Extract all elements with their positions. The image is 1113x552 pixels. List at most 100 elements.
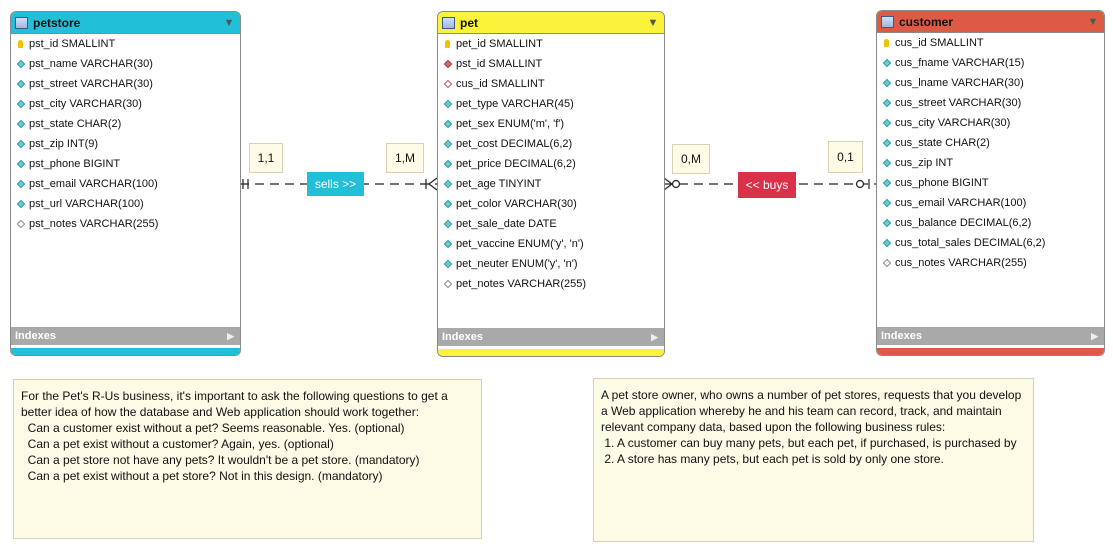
indexes-label: Indexes <box>881 330 922 342</box>
column-label: pet_id SMALLINT <box>456 38 543 50</box>
petstore-table[interactable]: petstore ▼ pst_id SMALLINT pst_name VARCH… <box>10 11 241 356</box>
column-row[interactable]: pst_street VARCHAR(30) <box>11 74 240 94</box>
column-diamond-icon <box>16 79 25 89</box>
column-label: pst_url VARCHAR(100) <box>29 198 144 210</box>
column-label: cus_id SMALLINT <box>895 37 984 49</box>
column-label: pst_phone BIGINT <box>29 158 121 170</box>
column-row[interactable]: pst_zip INT(9) <box>11 134 240 154</box>
column-row[interactable]: pst_state CHAR(2) <box>11 114 240 134</box>
column-label: pet_vaccine ENUM('y', 'n') <box>456 238 584 250</box>
expand-arrow-icon[interactable]: ▶ <box>651 331 658 342</box>
column-label: pst_email VARCHAR(100) <box>29 178 158 190</box>
buys-left-cardinality: 0,M <box>672 144 710 174</box>
indexes-label: Indexes <box>442 331 483 343</box>
column-label: pet_notes VARCHAR(255) <box>456 278 587 290</box>
column-label: pst_state CHAR(2) <box>29 118 122 130</box>
indexes-section[interactable]: Indexes ▶ <box>11 327 240 345</box>
column-row[interactable]: cus_notes VARCHAR(255) <box>877 253 1104 273</box>
column-diamond-icon <box>882 158 891 168</box>
column-row[interactable]: pst_city VARCHAR(30) <box>11 94 240 114</box>
column-row[interactable]: cus_id SMALLINT <box>438 74 664 94</box>
table-name: pet <box>460 15 478 30</box>
column-diamond-icon <box>443 179 452 189</box>
column-row[interactable]: pst_notes VARCHAR(255) <box>11 214 240 234</box>
column-label: cus_fname VARCHAR(15) <box>895 57 1025 69</box>
primary-key-icon <box>882 39 891 48</box>
column-row[interactable]: pet_neuter ENUM('y', 'n') <box>438 254 664 274</box>
column-row[interactable]: pet_age TINYINT <box>438 174 664 194</box>
column-row[interactable]: pet_vaccine ENUM('y', 'n') <box>438 234 664 254</box>
column-row[interactable]: cus_balance DECIMAL(6,2) <box>877 213 1104 233</box>
column-diamond-icon <box>16 159 25 169</box>
column-label: pet_color VARCHAR(30) <box>456 198 577 210</box>
column-row[interactable]: cus_fname VARCHAR(15) <box>877 53 1104 73</box>
column-row[interactable]: cus_zip INT <box>877 153 1104 173</box>
column-label: cus_total_sales DECIMAL(6,2) <box>895 237 1046 249</box>
indexes-section[interactable]: Indexes ▶ <box>438 328 664 346</box>
pet-table[interactable]: pet ▼ pet_id SMALLINT pst_id SMALLINT cus_… <box>437 11 665 357</box>
column-label: pet_type VARCHAR(45) <box>456 98 574 110</box>
buys-zero-circle-right <box>855 179 865 189</box>
column-diamond-icon <box>882 218 891 228</box>
column-diamond-icon <box>443 139 452 149</box>
column-row[interactable]: cus_id SMALLINT <box>877 33 1104 53</box>
column-diamond-icon <box>882 118 891 128</box>
column-row[interactable]: pst_url VARCHAR(100) <box>11 194 240 214</box>
collapse-arrow-icon[interactable]: ▼ <box>647 16 659 29</box>
indexes-section[interactable]: Indexes ▶ <box>877 327 1104 345</box>
collapse-arrow-icon[interactable]: ▼ <box>223 16 235 29</box>
primary-key-icon <box>443 40 452 49</box>
column-row[interactable]: pet_sale_date DATE <box>438 214 664 234</box>
column-row[interactable]: cus_phone BIGINT <box>877 173 1104 193</box>
column-row[interactable]: pst_email VARCHAR(100) <box>11 174 240 194</box>
petstore-header[interactable]: petstore ▼ <box>11 12 240 34</box>
column-row[interactable]: pet_notes VARCHAR(255) <box>438 274 664 294</box>
column-diamond-icon <box>443 259 452 269</box>
column-row[interactable]: cus_city VARCHAR(30) <box>877 113 1104 133</box>
column-diamond-icon <box>882 58 891 68</box>
table-name: petstore <box>33 15 81 30</box>
column-label: cus_email VARCHAR(100) <box>895 197 1027 209</box>
column-row[interactable]: pet_id SMALLINT <box>438 34 664 54</box>
pet-header[interactable]: pet ▼ <box>438 12 664 34</box>
column-row[interactable]: pet_type VARCHAR(45) <box>438 94 664 114</box>
column-label: pst_id SMALLINT <box>456 58 543 70</box>
column-row[interactable]: pet_sex ENUM('m', 'f') <box>438 114 664 134</box>
column-row[interactable]: pst_id SMALLINT <box>11 34 240 54</box>
column-diamond-icon <box>443 239 452 249</box>
column-row[interactable]: cus_total_sales DECIMAL(6,2) <box>877 233 1104 253</box>
column-diamond-icon <box>443 99 452 109</box>
column-label: pet_sex ENUM('m', 'f') <box>456 118 565 130</box>
column-row[interactable]: cus_email VARCHAR(100) <box>877 193 1104 213</box>
column-row[interactable]: cus_street VARCHAR(30) <box>877 93 1104 113</box>
column-label: pst_name VARCHAR(30) <box>29 58 153 70</box>
column-diamond-icon <box>16 119 25 129</box>
column-label: cus_zip INT <box>895 157 954 169</box>
column-label: cus_lname VARCHAR(30) <box>895 77 1024 89</box>
column-label: pet_price DECIMAL(6,2) <box>456 158 576 170</box>
expand-arrow-icon[interactable]: ▶ <box>227 330 234 341</box>
customer-header[interactable]: customer ▼ <box>877 11 1104 33</box>
column-row[interactable]: pet_price DECIMAL(6,2) <box>438 154 664 174</box>
column-row[interactable]: pet_color VARCHAR(30) <box>438 194 664 214</box>
column-row[interactable]: cus_lname VARCHAR(30) <box>877 73 1104 93</box>
column-diamond-icon <box>882 98 891 108</box>
column-row[interactable]: pst_id SMALLINT <box>438 54 664 74</box>
column-diamond-icon <box>443 219 452 229</box>
column-diamond-icon <box>882 138 891 148</box>
buys-relationship[interactable]: << buys <box>738 172 796 198</box>
expand-arrow-icon[interactable]: ▶ <box>1091 330 1098 341</box>
column-diamond-icon <box>16 179 25 189</box>
column-row[interactable]: pst_name VARCHAR(30) <box>11 54 240 74</box>
customer-table[interactable]: customer ▼ cus_id SMALLINT cus_fname VARC… <box>876 10 1105 356</box>
column-label: cus_state CHAR(2) <box>895 137 990 149</box>
collapse-arrow-icon[interactable]: ▼ <box>1087 15 1099 28</box>
column-diamond-icon <box>16 99 25 109</box>
column-row[interactable]: pst_phone BIGINT <box>11 154 240 174</box>
table-icon <box>881 15 894 28</box>
column-diamond-icon <box>16 139 25 149</box>
column-row[interactable]: pet_cost DECIMAL(6,2) <box>438 134 664 154</box>
column-row[interactable]: cus_state CHAR(2) <box>877 133 1104 153</box>
sells-relationship[interactable]: sells >> <box>307 172 364 196</box>
column-label: pet_neuter ENUM('y', 'n') <box>456 258 578 270</box>
